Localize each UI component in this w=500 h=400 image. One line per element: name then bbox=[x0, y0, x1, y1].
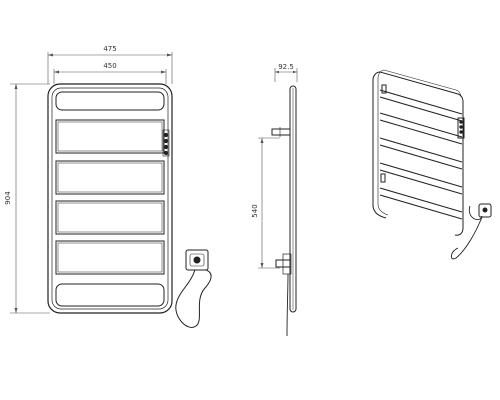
plug-icon bbox=[185, 249, 209, 271]
side-cable bbox=[286, 273, 289, 337]
iso-rung bbox=[379, 89, 463, 122]
rung bbox=[55, 200, 165, 235]
iso-plug-icon bbox=[478, 203, 492, 218]
towel-rail-frame bbox=[47, 83, 173, 314]
iso-rung bbox=[379, 162, 463, 195]
iso-rung bbox=[379, 137, 463, 170]
label-depth: 92.5 bbox=[278, 63, 294, 71]
isometric-view bbox=[372, 69, 492, 260]
rung bbox=[55, 240, 165, 275]
iso-left-rail bbox=[372, 71, 387, 219]
side-view bbox=[258, 68, 298, 337]
top-bar bbox=[55, 91, 165, 111]
iso-right-rail bbox=[379, 71, 464, 236]
side-profile bbox=[289, 85, 297, 313]
iso-rung bbox=[379, 112, 463, 145]
dimension-overall-width bbox=[47, 52, 173, 84]
wall-mount-top bbox=[271, 128, 291, 136]
dimension-depth bbox=[274, 68, 298, 82]
rung bbox=[55, 119, 165, 154]
dimension-height bbox=[10, 83, 50, 314]
bottom-bar bbox=[55, 283, 165, 307]
front-view bbox=[10, 52, 212, 328]
iso-rung bbox=[379, 187, 463, 220]
label-inner-width: 450 bbox=[103, 62, 116, 70]
control-panel bbox=[162, 129, 170, 157]
dimension-inner-width bbox=[53, 69, 167, 84]
iso-power-cable bbox=[450, 205, 483, 260]
iso-control-panel bbox=[457, 117, 465, 139]
label-mount-spacing: 540 bbox=[251, 204, 259, 217]
power-cable bbox=[175, 269, 212, 328]
label-height: 904 bbox=[4, 191, 12, 205]
label-overall-width: 475 bbox=[103, 45, 116, 53]
dimension-mount-spacing bbox=[258, 137, 280, 269]
rung bbox=[55, 160, 165, 195]
